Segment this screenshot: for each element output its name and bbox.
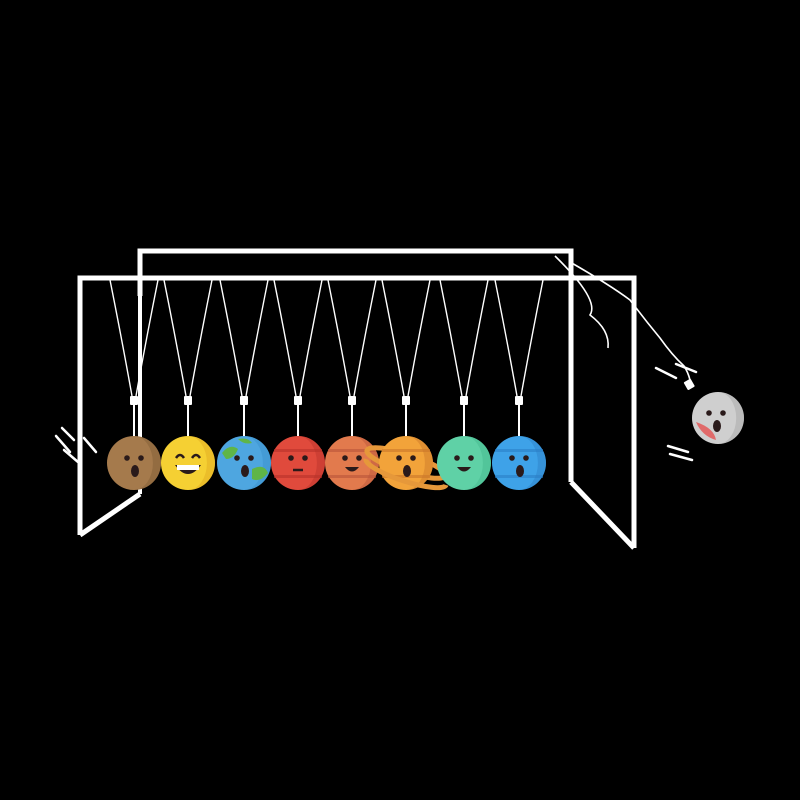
- motion-mark: [654, 366, 678, 380]
- band: [382, 449, 430, 452]
- planet-shadow: [188, 436, 215, 490]
- heart-spot: [696, 422, 716, 440]
- eye: [138, 455, 144, 461]
- planet-body: [437, 436, 491, 490]
- motion-lines: [54, 362, 698, 464]
- continent: [238, 438, 252, 444]
- eye: [190, 453, 202, 459]
- planet-mercury: [107, 436, 161, 490]
- eye: [410, 455, 416, 461]
- planet-body: [107, 436, 161, 490]
- string-saturn: [381, 279, 431, 436]
- continent: [222, 446, 238, 459]
- clip: [683, 378, 695, 390]
- eye: [288, 455, 294, 461]
- string-neptune: [494, 279, 544, 436]
- mouth: [713, 420, 721, 432]
- mouth: [403, 465, 411, 477]
- string-mars: [273, 279, 323, 436]
- clip: [402, 396, 410, 405]
- eye: [523, 455, 529, 461]
- eye: [124, 455, 130, 461]
- eye: [720, 410, 726, 416]
- motion-mark: [60, 426, 76, 442]
- motion-mark: [62, 448, 80, 464]
- string-venus: [163, 279, 213, 436]
- eye: [706, 410, 712, 416]
- eye: [454, 455, 460, 461]
- planet-earth: [217, 436, 271, 490]
- mouth: [131, 465, 139, 477]
- band: [495, 449, 543, 452]
- motion-mark: [82, 436, 98, 454]
- eye: [248, 455, 254, 461]
- eye: [174, 453, 186, 459]
- eye: [509, 455, 515, 461]
- flying-planet-group: [554, 255, 744, 444]
- planet-shadow: [464, 436, 491, 490]
- planet-body: [161, 436, 215, 490]
- planet-mars: [271, 436, 325, 490]
- eye: [396, 455, 402, 461]
- string-earth: [219, 279, 269, 436]
- clip: [515, 396, 523, 405]
- planet-pluto: [692, 392, 744, 444]
- planets: [107, 436, 546, 491]
- broken-string: [554, 255, 609, 349]
- planet-shadow: [134, 436, 161, 490]
- strings: [109, 279, 544, 436]
- left-base-strut: [78, 491, 142, 538]
- string-jupiter: [327, 279, 377, 436]
- string-uranus: [439, 279, 489, 436]
- mouth: [516, 465, 524, 477]
- eye: [302, 455, 308, 461]
- clip: [460, 396, 468, 405]
- motion-mark: [54, 434, 72, 454]
- string-mercury: [109, 279, 159, 436]
- saturn-ring-front: [363, 458, 449, 491]
- eye: [234, 455, 240, 461]
- clip: [184, 396, 192, 405]
- eye: [356, 455, 362, 461]
- motion-mark: [666, 444, 690, 454]
- back-frame: [137, 248, 574, 460]
- mouth: [457, 467, 471, 472]
- motion-mark: [668, 452, 694, 462]
- clip: [348, 396, 356, 405]
- clip: [240, 396, 248, 405]
- planet-venus: [161, 436, 215, 490]
- planet-neptune: [492, 436, 546, 490]
- continent: [252, 466, 268, 481]
- eye: [342, 455, 348, 461]
- band: [328, 475, 376, 478]
- motion-mark: [674, 362, 698, 374]
- clip: [294, 396, 302, 405]
- right-base-strut: [569, 480, 636, 550]
- band: [328, 449, 376, 452]
- mouth: [241, 465, 249, 477]
- planet-uranus: [437, 436, 491, 490]
- band: [274, 475, 322, 478]
- planet-saturn: [363, 436, 449, 491]
- eye: [468, 455, 474, 461]
- band: [274, 449, 322, 452]
- front-frame: [77, 275, 637, 548]
- broken-string: [569, 261, 691, 381]
- mouth: [345, 467, 359, 472]
- clip: [130, 396, 138, 405]
- planet-shadow: [718, 392, 744, 444]
- teeth: [177, 465, 199, 470]
- cradle-frame: [77, 248, 637, 550]
